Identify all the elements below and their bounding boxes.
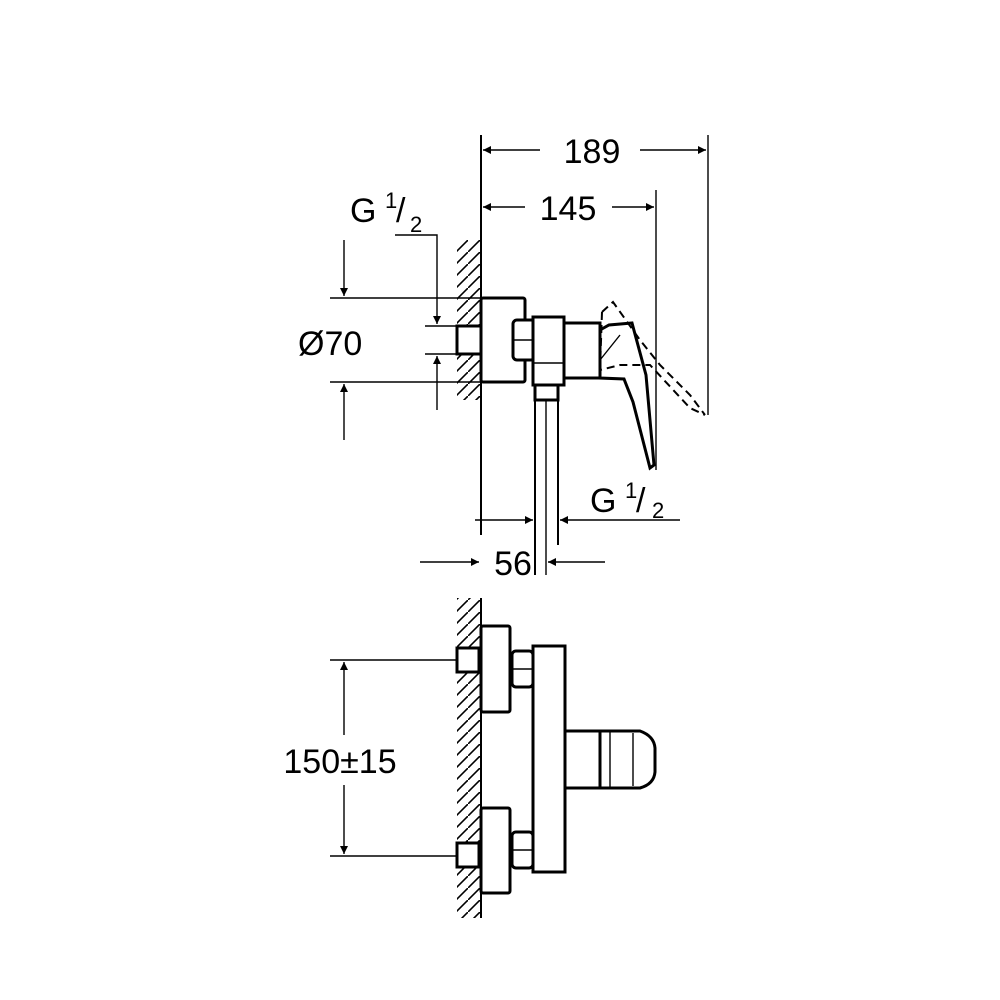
valve-body: [531, 644, 567, 874]
front-view: 150±15: [283, 598, 657, 918]
dim-outlet-offset: 56: [494, 545, 532, 583]
inlet-fitting: [455, 324, 483, 356]
dim-flange-diameter: Ø70: [298, 325, 362, 363]
valve-body: [531, 315, 566, 387]
flange-lower: [479, 806, 512, 895]
dim-inlet-thread-prefix: G: [350, 192, 376, 230]
cartridge: [563, 729, 602, 790]
dim-outlet-thread-den: 2: [652, 498, 664, 523]
inlet-fitting-upper: [455, 646, 481, 674]
dim-overall-depth: 189: [564, 133, 621, 171]
dim-inlet-thread-den: 2: [410, 212, 422, 237]
cartridge: [562, 321, 602, 380]
dim-outlet-thread-num: 1: [625, 478, 637, 503]
lever-outline: [599, 334, 621, 361]
fraction-slash: /: [396, 192, 406, 230]
dim-inlet-thread-num: 1: [385, 188, 397, 213]
fraction-slash: /: [636, 482, 646, 520]
lever-open-position: [598, 300, 706, 416]
lever-handle: [598, 321, 656, 471]
dim-leader: [395, 234, 441, 324]
outlet-connector: [533, 383, 560, 402]
dim-outlet-thread-prefix: G: [590, 482, 616, 520]
wall-hatching: [457, 240, 481, 400]
dim-inlet-spacing: 150±15: [283, 743, 396, 781]
side-view: 189 145 G 1 / 2 Ø70 G 1 / 2 56: [298, 133, 709, 583]
inlet-fitting-lower: [455, 841, 481, 869]
dim-handle-depth: 145: [540, 190, 597, 228]
flange-upper: [479, 624, 512, 714]
lever-handle: [598, 729, 657, 790]
wall-hatching: [457, 598, 481, 918]
